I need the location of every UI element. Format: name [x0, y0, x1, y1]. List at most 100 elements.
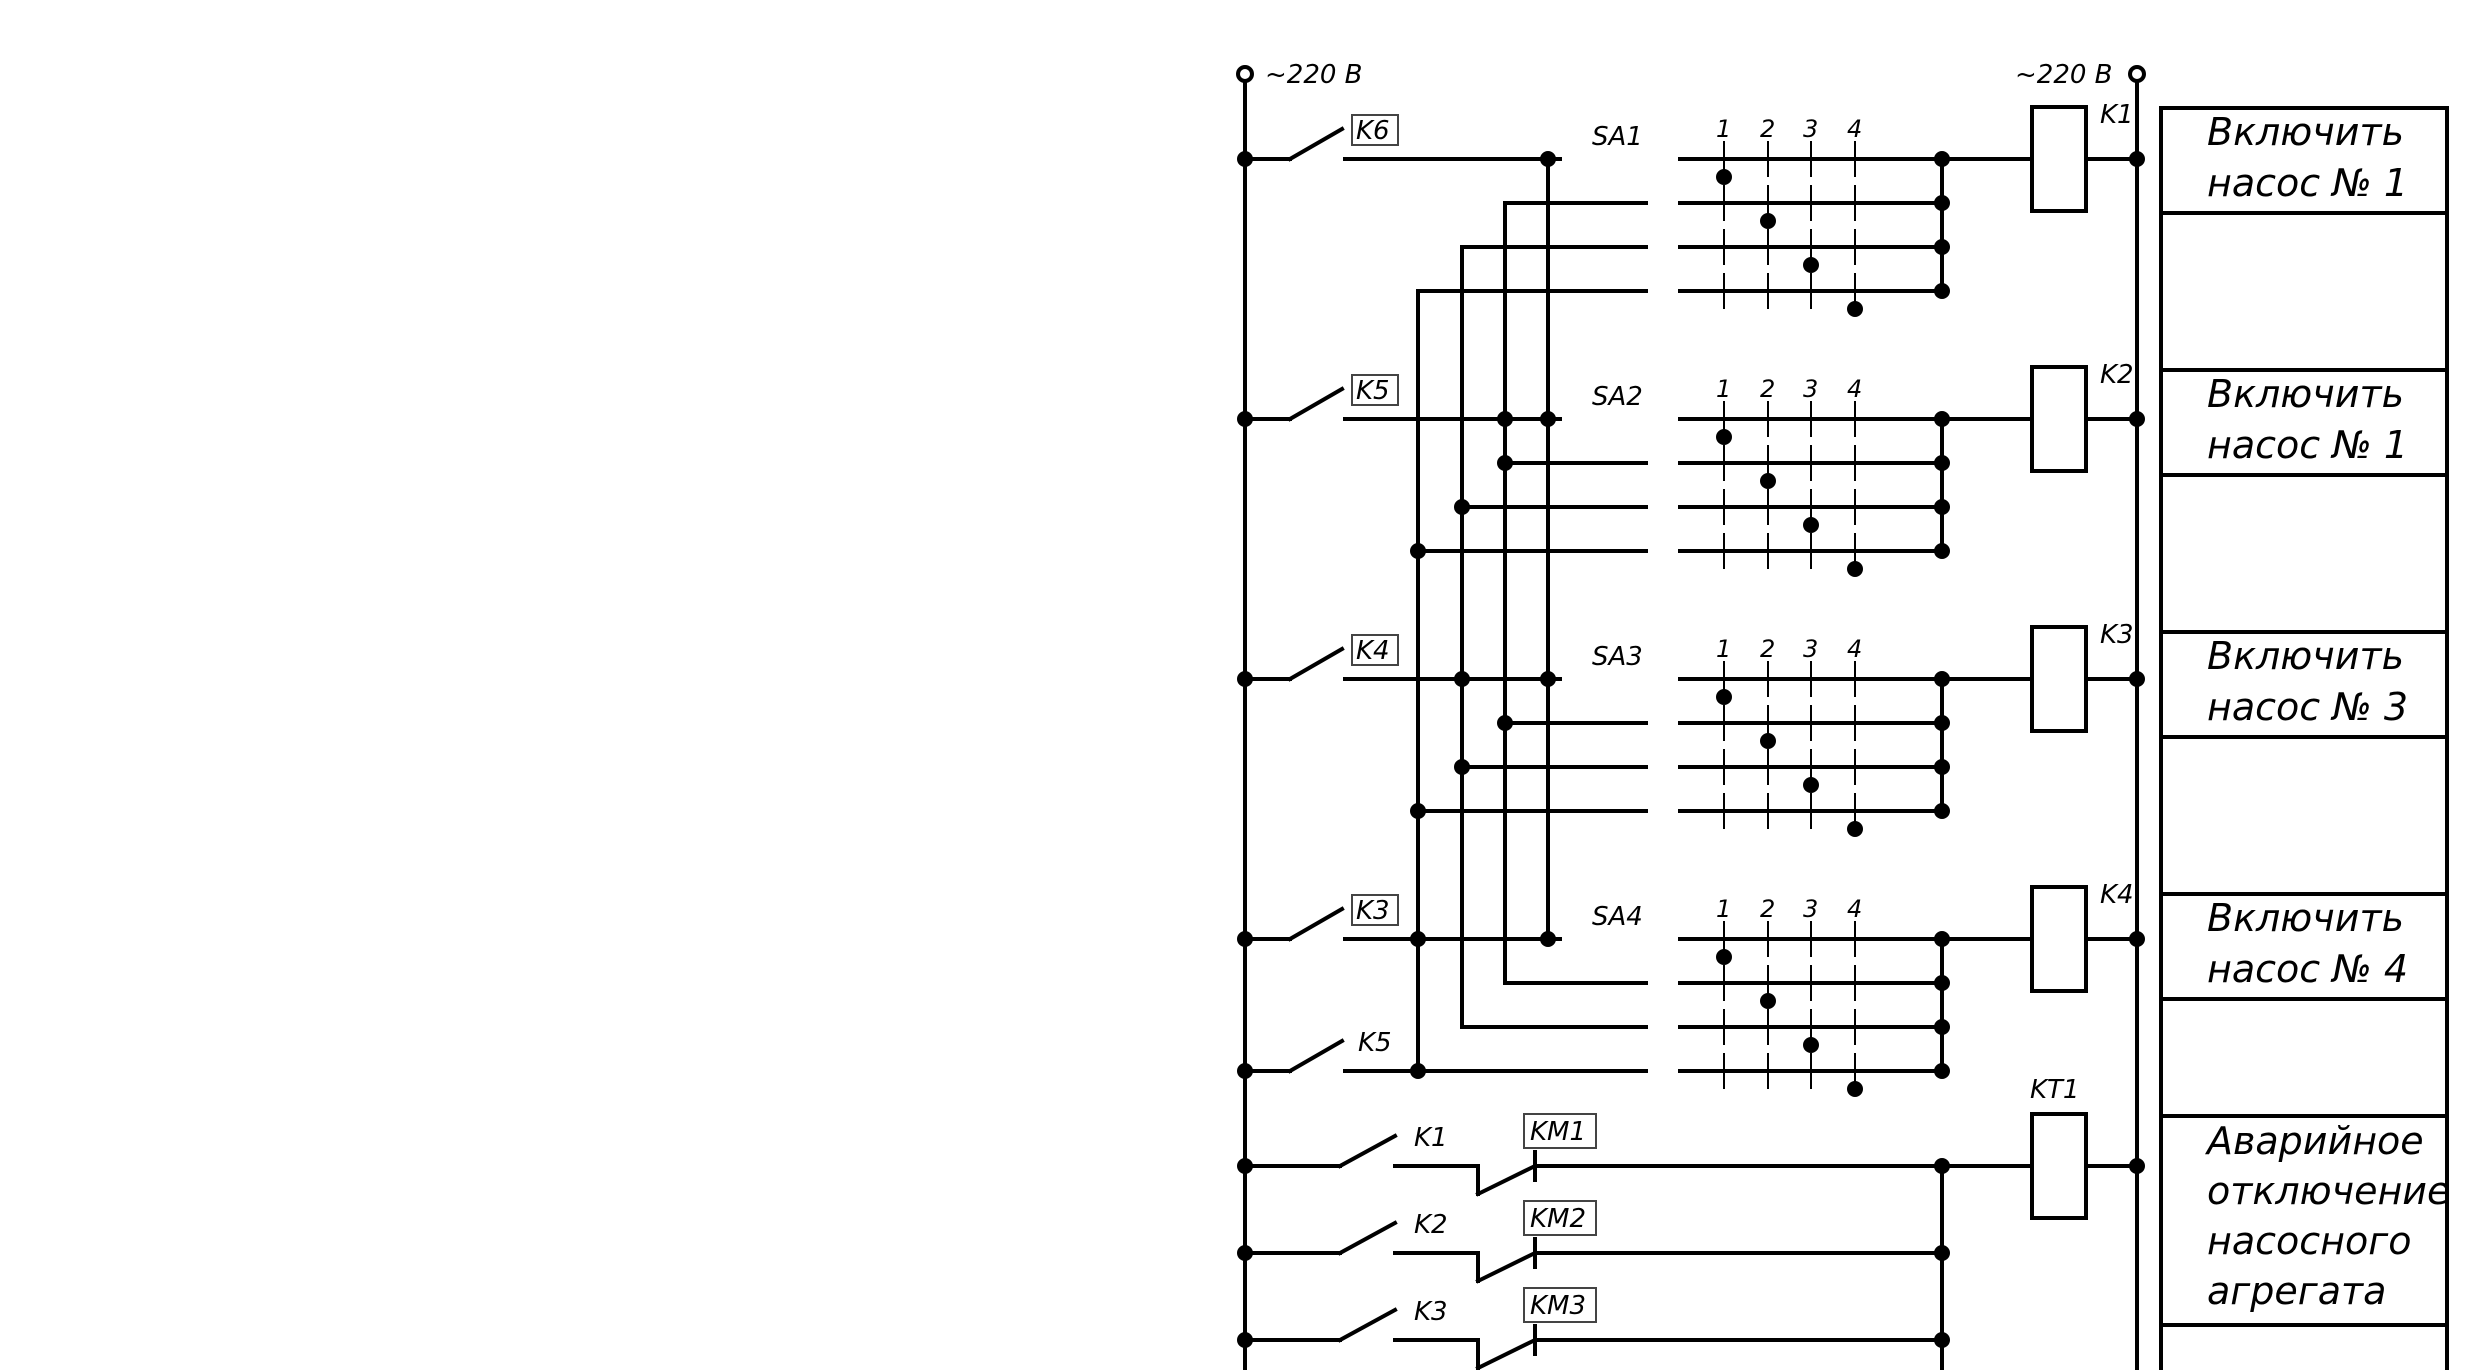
normally-closed-contact	[1475, 1250, 1538, 1284]
normally-open-contact	[1287, 386, 1345, 422]
interlock-label: KM2	[1530, 1204, 1586, 1234]
contact-tag-box	[1351, 634, 1399, 666]
table-grid	[2159, 106, 2449, 1327]
cross-bus-dot	[1540, 411, 1556, 427]
contact-tag-box	[1351, 114, 1399, 146]
switch-label: SA1	[1592, 122, 1643, 152]
normally-open-contact	[1287, 906, 1345, 942]
position-label: 4	[1847, 895, 1862, 923]
position-label: 2	[1760, 895, 1775, 923]
interlock-tag: KM3	[1523, 1287, 1597, 1323]
switch-contact-dot	[1803, 1037, 1819, 1053]
cross-bus-dot	[1454, 671, 1470, 687]
right-supply-terminal	[2128, 65, 2146, 83]
switch-contact-dot	[1803, 517, 1819, 533]
switch-contact-dot	[1803, 257, 1819, 273]
position-label: 1	[1716, 895, 1731, 923]
position-label: 4	[1847, 115, 1862, 143]
left-supply-label: ~220 В	[1265, 60, 1363, 90]
bus-junction-dot	[1237, 1158, 1253, 1174]
contact-label: K2	[1414, 1210, 1448, 1240]
left-supply-terminal	[1236, 65, 1254, 83]
bus-junction-dot	[1237, 1063, 1253, 1079]
timer-label: KT1	[2030, 1075, 2079, 1105]
position-label: 2	[1760, 115, 1775, 143]
switch-contact-dot	[1716, 169, 1732, 185]
coil-label: K4	[2100, 880, 2134, 910]
position-label: 4	[1847, 375, 1862, 403]
description-line: насос № 3	[2207, 685, 2408, 729]
contact-tag: K4	[1351, 634, 1399, 666]
switch-contact-dot	[1803, 777, 1819, 793]
coil-label: K1	[2100, 100, 2134, 130]
cross-bus-dot	[1540, 931, 1556, 947]
switch-contact-dot	[1760, 213, 1776, 229]
position-label: 1	[1716, 375, 1731, 403]
interlock-tag: KM2	[1523, 1200, 1597, 1236]
interlock-tag-box	[1523, 1287, 1597, 1323]
normally-open-contact	[1337, 1133, 1398, 1169]
right-supply-label: ~220 В	[2015, 60, 2113, 90]
bus-junction-dot	[1237, 931, 1253, 947]
contact-tag-box	[1351, 374, 1399, 406]
bus-junction-dot	[1237, 151, 1253, 167]
interlock-tag: KM1	[1523, 1113, 1597, 1149]
right-bus-dot	[2129, 411, 2145, 427]
position-label: 3	[1803, 115, 1818, 143]
coil-label: K2	[2100, 360, 2134, 390]
switch-contact-dot	[1760, 993, 1776, 1009]
description-column: Включить насос № 1 Включить насос № 1 Включи…	[2204, 110, 2450, 1313]
description-line: Включить	[2207, 372, 2404, 416]
description-line: Включить	[2207, 110, 2404, 154]
normally-open-contact	[1337, 1220, 1398, 1256]
position-label: 1	[1716, 635, 1731, 663]
normally-open-contact	[1337, 1307, 1398, 1343]
cross-bus-dot	[1497, 411, 1513, 427]
switch-label: SA4	[1592, 902, 1643, 932]
right-bus-dot	[2129, 1158, 2145, 1174]
normally-closed-contact	[1475, 1163, 1538, 1197]
normally-open-contact	[1287, 1038, 1345, 1074]
contact-label: K1	[1414, 1123, 1448, 1153]
contact-tag: K5	[1351, 374, 1399, 406]
normally-closed-contact	[1475, 1337, 1538, 1370]
description-line: насос № 1	[2207, 161, 2408, 205]
switch-contact-dot	[1716, 689, 1732, 705]
timer-relay-coil	[2030, 1112, 2088, 1220]
description-line: Включить	[2207, 634, 2404, 678]
contact-tag: K3	[1351, 894, 1399, 926]
description-line: насос № 1	[2207, 423, 2408, 467]
cross-bus-dot	[1410, 803, 1426, 819]
switch-contact-dot	[1760, 473, 1776, 489]
contact-tag: K6	[1351, 114, 1399, 146]
cross-bus-dot	[1410, 1063, 1426, 1079]
contact-label: K6	[1356, 116, 1390, 146]
switch-contact-dot	[1847, 821, 1863, 837]
normally-open-contact	[1287, 646, 1345, 682]
contact-label: K3	[1414, 1297, 1448, 1327]
position-label: 3	[1803, 635, 1818, 663]
relay-coil	[2030, 885, 2088, 993]
switch-contact-dot	[1847, 561, 1863, 577]
right-bus-dot	[2129, 671, 2145, 687]
cross-bus-dot	[1454, 759, 1470, 775]
bus-junction-dot	[1237, 411, 1253, 427]
cross-bus-dot	[1454, 499, 1470, 515]
switch-contact-dot	[1847, 301, 1863, 317]
bus-junction-dot	[1237, 1245, 1253, 1261]
position-label: 2	[1760, 375, 1775, 403]
cross-bus-dot	[1497, 715, 1513, 731]
description-line: Включить	[2207, 896, 2404, 940]
position-label: 2	[1760, 635, 1775, 663]
relay-coil	[2030, 625, 2088, 733]
coil-label: K3	[2100, 620, 2134, 650]
bus-junction-dot	[1237, 671, 1253, 687]
description-line: насос № 4	[2207, 947, 2408, 991]
cross-bus-dot	[1497, 455, 1513, 471]
interlock-label: KM3	[1530, 1291, 1586, 1321]
alarm-description-line: Аварийное	[2204, 1119, 2424, 1163]
switch-contact-dot	[1847, 1081, 1863, 1097]
cross-bus-dot	[1540, 671, 1556, 687]
cross-bus-dot	[1540, 151, 1556, 167]
